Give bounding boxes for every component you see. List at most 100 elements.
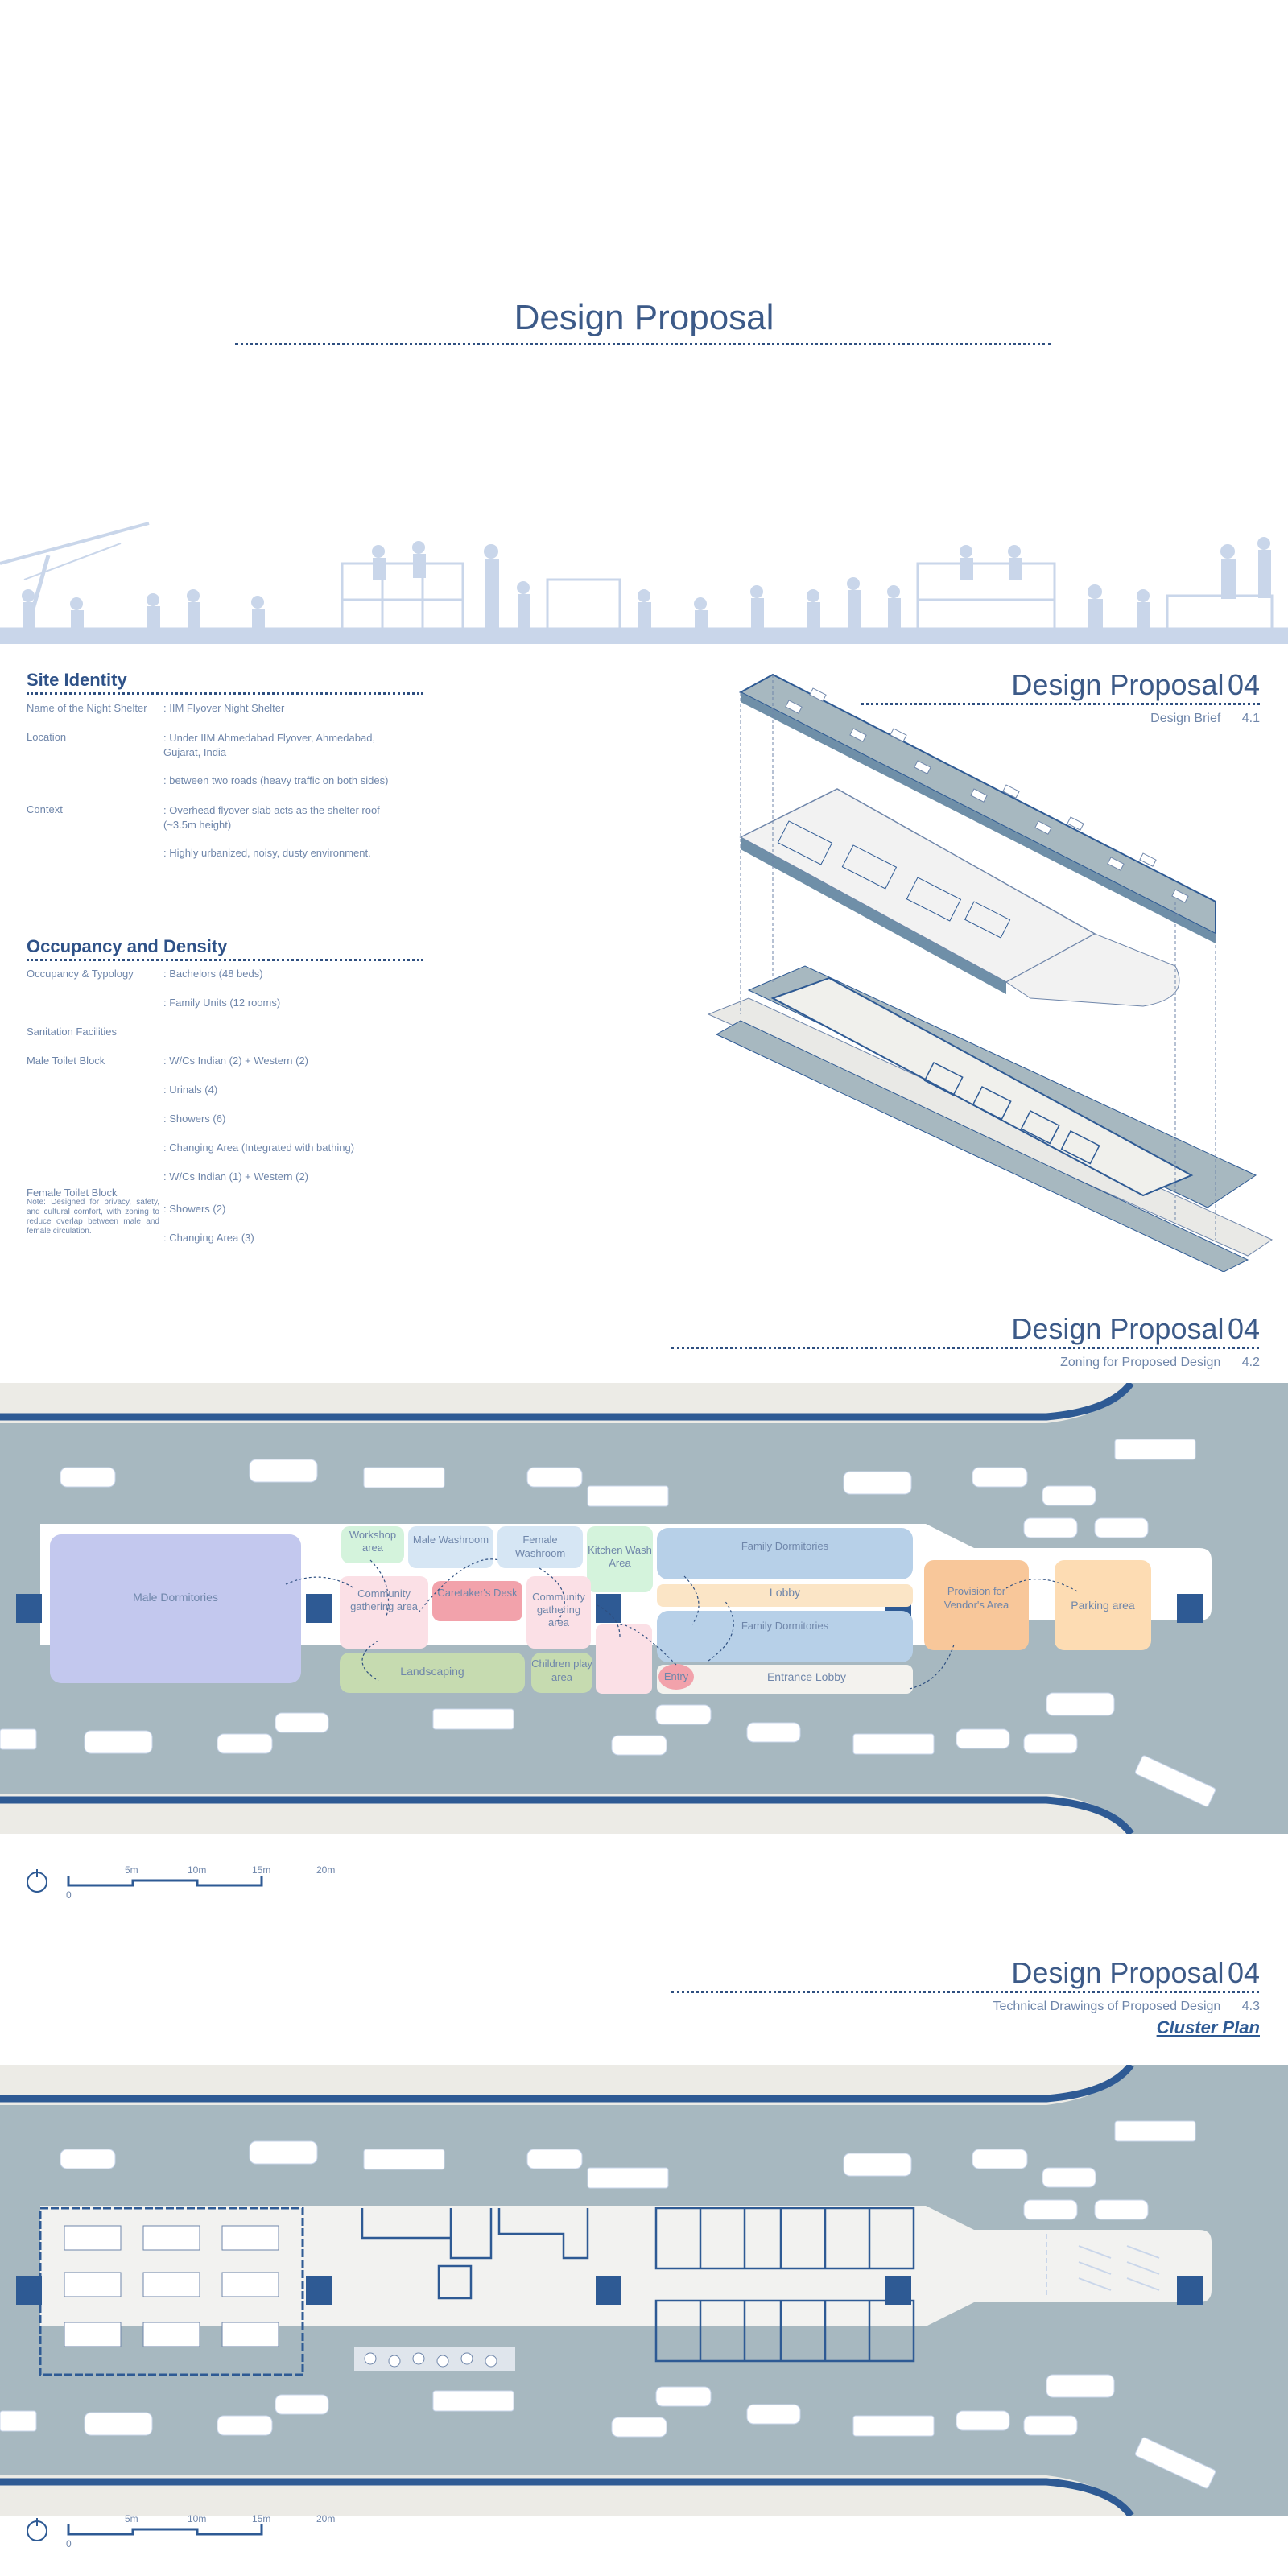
zone-community-gathering-2: Community gathering area (532, 1591, 585, 1629)
site-identity-divider (27, 692, 423, 695)
section-subnumber: 4.3 (1241, 2000, 1260, 2013)
occupancy-heading: Occupancy and Density (27, 936, 228, 956)
row-label: Occupancy & Typology (27, 968, 134, 980)
zone-family-dormitories-1: Family Dormitories (741, 1540, 829, 1552)
row-label: Name of the Night Shelter (27, 702, 147, 714)
section-title: Design Proposal (1011, 1312, 1224, 1345)
section-subtitle: Technical Drawings of Proposed Design (993, 2000, 1221, 2013)
occupancy-row: : Family Units (12 rooms) (27, 997, 429, 1026)
section-divider (861, 703, 1260, 705)
row-value: : Showers (6) (163, 1113, 226, 1125)
row-value: : W/Cs Indian (1) + Western (2) (163, 1170, 309, 1183)
zone-community-gathering-1: Community gathering area (350, 1587, 418, 1612)
scale-label: 10m (188, 2513, 206, 2524)
scale-label: 0 (66, 2538, 72, 2549)
row-label: Female Toilet Block (27, 1187, 118, 1199)
row-label (27, 1084, 163, 1113)
occupancy-row: : Urinals (4) (27, 1084, 429, 1113)
cluster-plan-drawing (0, 2065, 1288, 2516)
row-value: : IIM Flyover Night Shelter (163, 702, 285, 714)
scale-label: 5m (125, 2513, 138, 2524)
section-subheader: Design Brief 4.1 (1150, 712, 1260, 726)
zone-kitchen-wash: Kitchen Wash Area (588, 1544, 652, 1569)
section-number: 04 (1227, 668, 1260, 701)
zone-children-play: Children play area (531, 1657, 592, 1683)
row-label: Male Toilet Block (27, 1055, 105, 1067)
title-divider (235, 343, 1051, 345)
occupancy-divider (27, 959, 423, 961)
row-label: Sanitation Facilities (27, 1026, 117, 1038)
section-number: 04 (1227, 1956, 1260, 1989)
site-identity-row: Name of the Night Shelter : IIM Flyover … (27, 702, 429, 731)
section-header-4-1: Design Proposal 04 (1011, 668, 1260, 702)
row-value: : Family Units (12 rooms) (163, 997, 281, 1009)
row-label: Context (27, 803, 63, 815)
row-value: : Changing Area (Integrated with bathing… (163, 1141, 355, 1154)
row-value: : between two roads (heavy traffic on bo… (163, 774, 389, 786)
occupancy-row: Note: Designed for privacy, safety, and … (27, 1198, 429, 1244)
zone-parking: Parking area (1071, 1599, 1135, 1612)
row-value: : Highly urbanized, noisy, dusty environ… (163, 847, 371, 859)
construction-skyline-illustration (0, 522, 1288, 644)
scale-label: 15m (252, 2513, 270, 2524)
zone-caretaker-desk: Caretaker's Desk (437, 1587, 518, 1599)
occupancy-row: Female Toilet Block (27, 1187, 429, 1199)
scale-label: 15m (252, 1864, 270, 1876)
scale-label: 0 (66, 1889, 72, 1901)
row-value: : Under IIM Ahmedabad Flyover, Ahmedabad… (163, 732, 376, 758)
scale-label: 10m (188, 1864, 206, 1876)
site-identity-row: : between two roads (heavy traffic on bo… (27, 774, 429, 803)
zoning-plan (0, 1383, 1288, 1834)
section-title: Design Proposal (1011, 1956, 1224, 1989)
zone-male-dormitories: Male Dormitories (133, 1591, 218, 1604)
site-identity-row: Context : Overhead flyover slab acts as … (27, 803, 429, 847)
zone-workshop: Workshop area (349, 1529, 397, 1554)
scale-bar: 0 5m 10m 15m 20m (27, 2513, 335, 2549)
occupancy-row: : W/Cs Indian (1) + Western (2) (27, 1170, 429, 1187)
exploded-isometric-drawing (707, 673, 1274, 1272)
row-label (27, 1141, 163, 1170)
row-value: : Changing Area (3) (163, 1232, 254, 1244)
row-label (27, 774, 163, 803)
row-value: : W/Cs Indian (2) + Western (2) (163, 1055, 309, 1067)
section-subtitle: Design Brief (1150, 712, 1221, 725)
zone-entrance-lobby: Entrance Lobby (766, 1670, 847, 1683)
cluster-plan-link[interactable]: Cluster Plan (1156, 2017, 1260, 2037)
row-label (27, 997, 163, 1026)
row-value: : Urinals (4) (163, 1084, 218, 1096)
zone-vendor-area: Provision for Vendor's Area (943, 1585, 1009, 1611)
site-identity-table: Name of the Night Shelter : IIM Flyover … (27, 702, 429, 876)
scale-label: 20m (316, 2513, 335, 2524)
occupancy-row: : Showers (6) (27, 1113, 429, 1141)
zone-female-washroom: Female Washroom (514, 1534, 566, 1559)
section-subnumber: 4.2 (1241, 1356, 1260, 1369)
row-label: Location (27, 731, 67, 743)
scale-label: 5m (125, 1864, 138, 1876)
section-subheader: Zoning for Proposed Design 4.2 (1060, 1356, 1260, 1370)
occupancy-row: Male Toilet Block : W/Cs Indian (2) + We… (27, 1055, 429, 1084)
scale-label: 20m (316, 1864, 335, 1876)
female-values: : Showers (2) : Changing Area (3) (163, 1198, 254, 1244)
scale-bar: 0 5m 10m 15m 20m (27, 1864, 335, 1901)
row-value: : Bachelors (48 beds) (163, 968, 263, 980)
section-number: 04 (1227, 1312, 1260, 1345)
section-divider (671, 1991, 1259, 1993)
row-label (27, 1113, 163, 1141)
zone-male-washroom: Male Washroom (412, 1534, 489, 1546)
occupancy-row: Sanitation Facilities (27, 1026, 429, 1055)
row-value: : Overhead flyover slab acts as the shel… (163, 804, 380, 831)
site-identity-row: Location : Under IIM Ahmedabad Flyover, … (27, 731, 429, 774)
row-label (27, 1170, 163, 1187)
section-title: Design Proposal (1011, 668, 1224, 701)
site-identity-row: : Highly urbanized, noisy, dusty environ… (27, 847, 429, 876)
section-divider (671, 1347, 1259, 1349)
row-value: : Showers (2) (163, 1203, 226, 1215)
occupancy-note: Note: Designed for privacy, safety, and … (27, 1198, 159, 1236)
zone-landscaping: Landscaping (400, 1665, 464, 1678)
occupancy-row: : Changing Area (Integrated with bathing… (27, 1141, 429, 1170)
row-label (27, 847, 163, 876)
zone-family-dormitories-2: Family Dormitories (741, 1620, 829, 1632)
section-header-4-3: Design Proposal 04 (1011, 1956, 1260, 1990)
section-subheader: Technical Drawings of Proposed Design 4.… (993, 2000, 1260, 2014)
zone-lobby: Lobby (769, 1586, 801, 1599)
